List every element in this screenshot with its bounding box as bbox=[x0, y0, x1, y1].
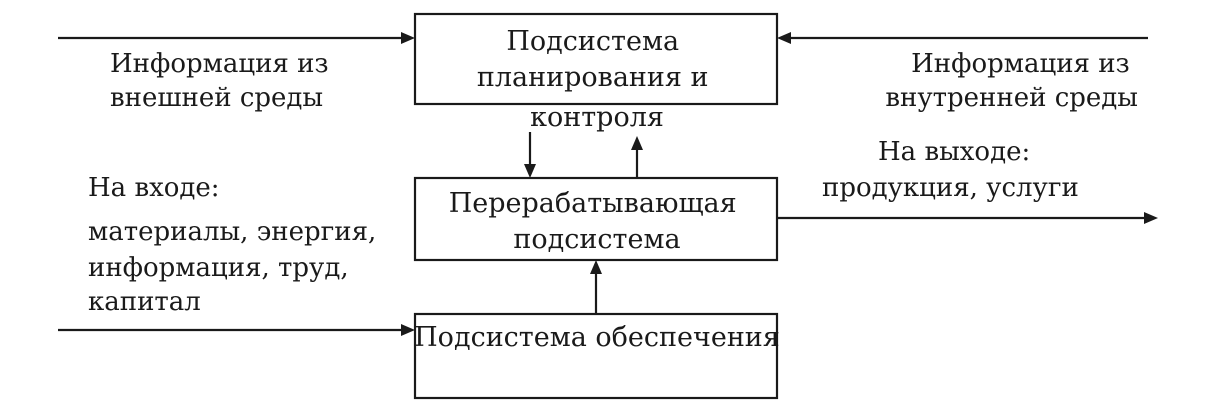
output-line-2: продукция, услуги bbox=[822, 173, 1079, 203]
planning-label-line-3: контроля bbox=[530, 102, 664, 133]
planning-subsystem-box bbox=[413, 12, 779, 106]
input-line-3: информация, труд, bbox=[88, 253, 349, 283]
edge-processing-to-output bbox=[777, 212, 1158, 224]
edge-support-to-processing bbox=[590, 260, 602, 314]
input-line-1: На входе: bbox=[88, 173, 220, 203]
processing-subsystem-label: Перерабатывающая подсистема bbox=[449, 188, 746, 255]
edge-processing-to-planning bbox=[631, 136, 643, 178]
planning-subsystem-label: Подсистема планирования и контроля bbox=[477, 26, 717, 133]
processing-subsystem-box bbox=[413, 176, 779, 262]
output-label: На выходе: продукция, услуги bbox=[822, 137, 1079, 203]
external-info-label: Информация из внешней среды bbox=[110, 49, 337, 113]
input-line-4: капитал bbox=[88, 287, 201, 317]
support-subsystem-label: Подсистема обеспечения bbox=[414, 322, 780, 353]
internal-info-line-1: Информация из bbox=[911, 49, 1130, 79]
internal-info-line-2: внутренней среды bbox=[885, 83, 1138, 113]
input-label: На входе: материалы, энергия, информация… bbox=[88, 173, 385, 317]
edge-external-info-to-planning bbox=[58, 32, 415, 44]
planning-label-line-2: планирования и bbox=[477, 62, 709, 93]
external-info-line-2: внешней среды bbox=[110, 83, 323, 113]
output-line-1: На выходе: bbox=[878, 137, 1030, 167]
edge-input-to-support bbox=[58, 324, 415, 336]
input-line-2: материалы, энергия, bbox=[88, 217, 376, 247]
planning-label-line-1: Подсистема bbox=[506, 26, 679, 57]
edge-internal-info-to-planning bbox=[777, 32, 1148, 44]
processing-label-line-1: Перерабатывающая bbox=[449, 188, 737, 219]
internal-info-label: Информация из внутренней среды bbox=[885, 49, 1138, 113]
edge-planning-to-processing bbox=[524, 132, 536, 178]
support-label-line-1: Подсистема обеспечения bbox=[414, 322, 780, 353]
external-info-line-1: Информация из bbox=[110, 49, 329, 79]
processing-label-line-2: подсистема bbox=[513, 224, 680, 255]
